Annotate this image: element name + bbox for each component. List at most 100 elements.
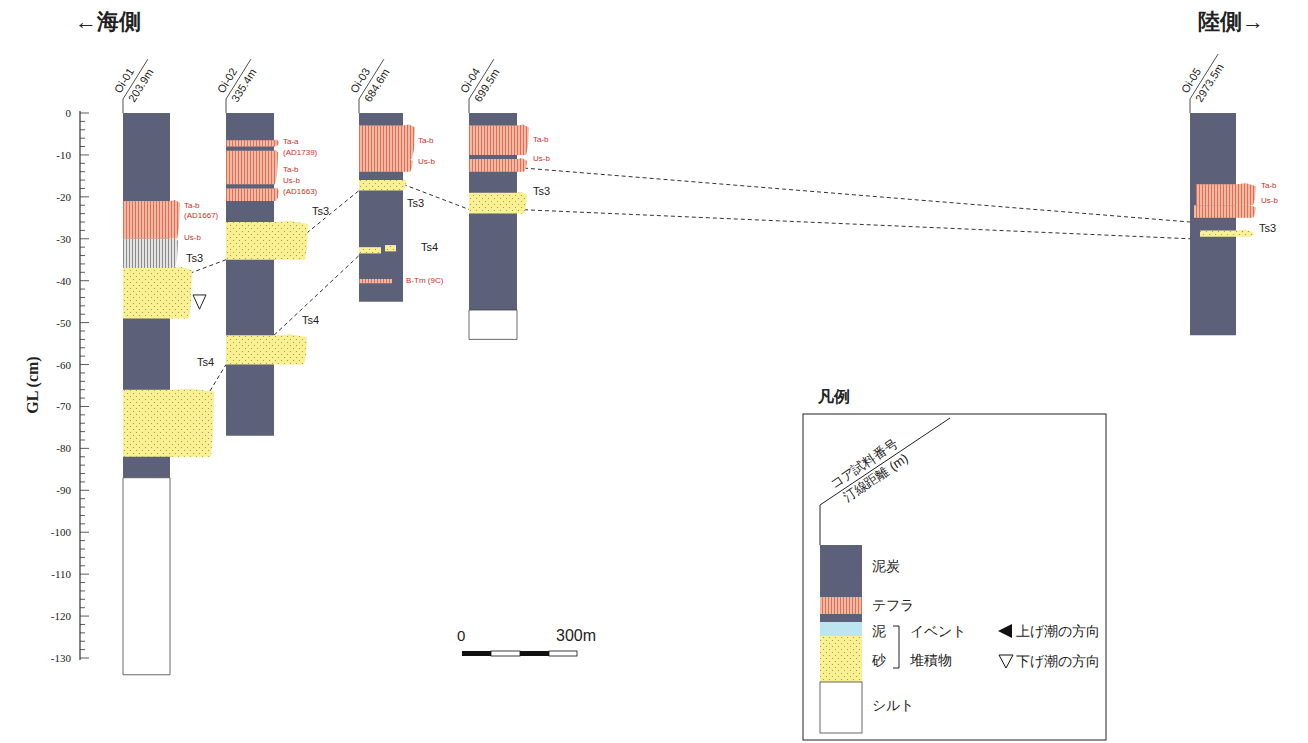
ebb-flow-mark xyxy=(999,655,1013,668)
tephra-label: Us-b xyxy=(1261,196,1278,205)
layer xyxy=(226,187,279,201)
legend-bracket xyxy=(893,626,899,668)
layer-texture xyxy=(359,125,415,160)
layer-texture xyxy=(1200,229,1254,236)
layer-texture xyxy=(123,238,178,268)
legend-swatch xyxy=(820,682,862,733)
depth-tick-label: -60 xyxy=(56,358,71,371)
legend-texture xyxy=(820,636,862,682)
layer xyxy=(359,279,392,283)
legend-text: 上げ潮の方向 xyxy=(1016,623,1100,639)
layer-texture xyxy=(359,158,413,172)
correlation-line xyxy=(517,209,1190,238)
depth-tick-label: -40 xyxy=(56,274,71,287)
legend-text: シルト xyxy=(872,697,914,713)
layer xyxy=(123,200,180,239)
legend-frame xyxy=(803,414,1106,740)
legend-text: テフラ xyxy=(872,597,914,613)
depth-tick-label: -130 xyxy=(51,652,71,665)
layer xyxy=(359,158,413,172)
layer xyxy=(469,158,527,172)
side-heading: 陸側→ xyxy=(1198,9,1264,34)
depth-tick-label: -50 xyxy=(56,316,71,329)
depth-tick-label: -80 xyxy=(56,442,71,455)
core-column: Oi-01203.9m xyxy=(123,113,170,675)
depth-tick-label: -70 xyxy=(56,400,71,413)
layer-texture xyxy=(359,179,406,190)
tephra-label: (AD1667) xyxy=(184,211,218,220)
tephra-label: Ta-b xyxy=(184,201,200,210)
event-layer-label: Ts3 xyxy=(1259,222,1276,235)
core-log xyxy=(469,113,517,339)
depth-axis xyxy=(80,111,89,660)
legend-header-line xyxy=(820,418,950,545)
legend-swatch xyxy=(820,597,862,614)
core-log xyxy=(1190,113,1236,335)
layer xyxy=(226,334,307,364)
core-column: Oi-03684.6m xyxy=(359,113,403,302)
event-layer-label: Ts3 xyxy=(407,197,424,210)
layer xyxy=(123,389,214,457)
layer-texture xyxy=(123,389,214,457)
tephra-label: Us-b xyxy=(418,157,435,166)
core-log xyxy=(226,113,274,436)
legend-text: 砂 xyxy=(872,652,886,668)
legend-title: 凡例 xyxy=(818,388,850,406)
core-log xyxy=(359,113,403,302)
layer xyxy=(359,125,415,160)
layer xyxy=(469,192,527,214)
axis-title: GL (cm) xyxy=(24,356,42,413)
layer xyxy=(123,267,192,318)
depth-tick-label: -30 xyxy=(56,232,71,245)
core-column: Oi-04699.5m xyxy=(469,113,517,339)
depth-tick-label: -20 xyxy=(56,191,71,204)
event-layer-label: Ts4 xyxy=(421,241,438,254)
layer xyxy=(1194,204,1256,218)
layer xyxy=(226,150,278,185)
correlation-line xyxy=(403,184,469,209)
layer xyxy=(226,221,308,260)
layer xyxy=(123,238,178,268)
event-layer-label: Ts4 xyxy=(197,356,214,369)
core-column: Oi-02335.4m xyxy=(226,113,274,436)
legend-group-label: イベント 堆積物 xyxy=(910,617,970,675)
scale-label: 0 xyxy=(457,627,465,644)
layer-texture xyxy=(359,279,392,283)
legend-swatch xyxy=(820,545,862,597)
layer-texture xyxy=(226,139,279,146)
layer xyxy=(1200,229,1254,236)
depth-tick-label: -110 xyxy=(51,568,71,581)
tephra-label: Ta-a xyxy=(283,137,299,146)
layer xyxy=(1190,113,1236,335)
layer-texture xyxy=(123,267,192,318)
layer xyxy=(385,245,396,251)
legend-text: 泥 xyxy=(872,623,886,639)
tephra-label: Us-b xyxy=(184,233,201,242)
layer xyxy=(359,247,381,253)
layer xyxy=(1196,183,1256,205)
event-layer-label: Ts3 xyxy=(533,185,550,198)
side-heading: ←海側 xyxy=(75,9,141,34)
layer-texture xyxy=(226,187,279,201)
tephra-label: (AD1739) xyxy=(283,148,317,157)
depth-tick-label: 0 xyxy=(66,107,72,120)
layer-texture xyxy=(123,200,180,239)
tephra-label: Ta-b xyxy=(1261,181,1277,190)
layer xyxy=(123,478,170,675)
depth-tick-label: -10 xyxy=(56,149,71,162)
event-layer-label: Ts3 xyxy=(186,252,203,265)
tephra-label: Us-b xyxy=(283,176,300,185)
tephra-label: Us-b xyxy=(533,154,550,163)
legend-text: 泥炭 xyxy=(872,558,900,574)
tephra-label: (AD1663) xyxy=(283,187,317,196)
ebb-flow-mark xyxy=(193,295,206,309)
legend-swatch xyxy=(820,622,862,636)
scale-label: 300m xyxy=(556,627,596,645)
tephra-label: Ta-b xyxy=(533,135,549,144)
layer-texture xyxy=(385,245,396,251)
tephra-label: Ta-b xyxy=(283,165,299,174)
legend-samples xyxy=(820,545,1013,733)
legend-filler xyxy=(820,614,862,622)
layer xyxy=(469,125,529,155)
